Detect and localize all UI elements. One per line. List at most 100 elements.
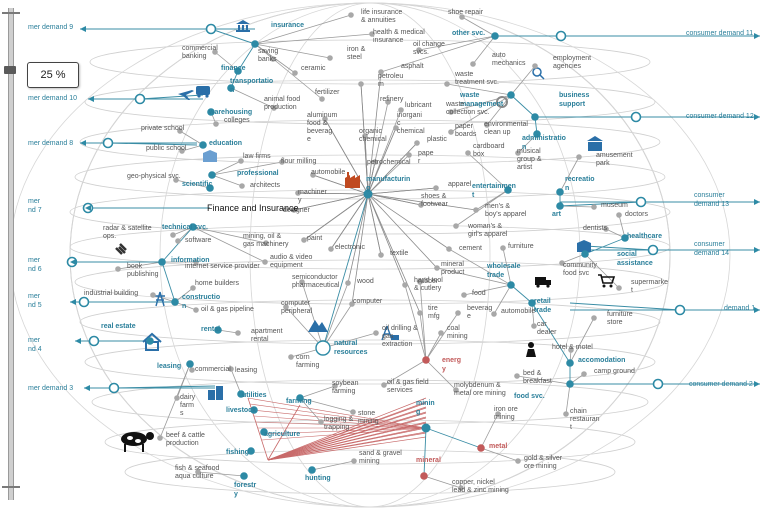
sector-administration-node[interactable]	[533, 130, 541, 138]
product-bed-breakfast-node[interactable]	[514, 373, 520, 379]
product-beef-cattle-production-node[interactable]	[157, 435, 163, 441]
product-aluminum-food-beverag-e-node[interactable]	[322, 116, 328, 122]
sector-farming-node[interactable]	[296, 394, 304, 402]
sector-hunting-node[interactable]	[308, 466, 316, 474]
product-oil-gas-pipeline-node[interactable]	[193, 307, 199, 313]
sector-real-estate-node[interactable]	[146, 337, 154, 345]
product-saving-banks-node[interactable]	[270, 56, 276, 62]
product-men-s-boy-s-apparel-node[interactable]	[473, 207, 479, 213]
product-internet-service-provider-node[interactable]	[193, 259, 199, 265]
sector-art-node[interactable]	[556, 202, 564, 210]
product-amusement-park-node[interactable]	[576, 154, 582, 160]
demand-2-node[interactable]	[134, 93, 146, 105]
sector-manufacturing-node[interactable]	[363, 189, 373, 199]
product-petrochemical-node[interactable]	[372, 159, 378, 165]
demand-3-node[interactable]	[102, 137, 114, 149]
product-cardboard-box-node[interactable]	[465, 150, 471, 156]
product-audio-video-equipment-node[interactable]	[262, 259, 268, 265]
product-food-node[interactable]	[461, 292, 467, 298]
product-lubricant-node[interactable]	[398, 107, 404, 113]
product-mineral-product-node[interactable]	[434, 265, 440, 271]
product-dairy-farm-s-node[interactable]	[174, 395, 180, 401]
product-life-insurance-annuities-node[interactable]	[348, 12, 354, 18]
product-leasing-node[interactable]	[228, 366, 234, 372]
product-computer-node[interactable]	[349, 301, 355, 307]
product-waste-treatment-svc-node[interactable]	[444, 81, 450, 87]
product-computer-peripheral-node[interactable]	[283, 304, 289, 310]
product-oil-change-svcs-node[interactable]	[416, 47, 422, 53]
product-pape-r-node[interactable]	[406, 152, 412, 158]
product-copper-nickel-lead-zinc-mining-node[interactable]	[458, 485, 464, 491]
product-machiner-y-node[interactable]	[295, 190, 301, 196]
product-iron-ore-mining-node[interactable]	[495, 411, 501, 417]
sector-other-svc-node[interactable]	[491, 32, 499, 40]
sector-transportation-node[interactable]	[227, 84, 235, 92]
demand-13-node[interactable]	[674, 304, 686, 316]
product-mining-oil-gas-machinery-node[interactable]	[263, 240, 269, 246]
sector-mining-node[interactable]	[421, 423, 431, 433]
sector-wholesaletrade-node[interactable]	[507, 281, 515, 289]
sector-warehousing-node[interactable]	[207, 108, 215, 116]
product-designer-node[interactable]	[291, 207, 297, 213]
product-semiconductor-pharmaceutical-node[interactable]	[299, 279, 305, 285]
sector-entertainment-node[interactable]	[504, 186, 512, 194]
sector-information-node[interactable]	[158, 258, 166, 266]
product-logging-trapping-node[interactable]	[318, 419, 324, 425]
product-shoe-repair-node[interactable]	[459, 14, 465, 20]
product-commercial-banking-node[interactable]	[212, 49, 218, 55]
demand-9-node[interactable]	[555, 30, 567, 42]
product-geo-physical-svc-node[interactable]	[173, 177, 179, 183]
product-museum-node[interactable]	[591, 204, 597, 210]
product-gold-silver-ore-mining-node[interactable]	[515, 458, 521, 464]
product-animal-food-production-node[interactable]	[271, 105, 277, 111]
sector-scientific-node[interactable]	[206, 184, 214, 192]
product-molybdenum-metal-ore-mining-node[interactable]	[453, 387, 459, 393]
product-ceramic-node[interactable]	[292, 70, 298, 76]
product-hand-tool-cutlery-node[interactable]	[402, 282, 408, 288]
product-asphalt-node[interactable]	[378, 69, 384, 75]
sector-rental-node[interactable]	[214, 326, 222, 334]
product-apartment-rental-node[interactable]	[235, 330, 241, 336]
product-colleges-node[interactable]	[213, 121, 219, 127]
product-hotel-motel-node[interactable]	[568, 347, 574, 353]
sector-wastemanagement-node[interactable]	[507, 91, 515, 99]
sector-accomodation-node[interactable]	[566, 359, 574, 367]
product-electronic-node[interactable]	[328, 246, 334, 252]
product-private-school-node[interactable]	[177, 128, 183, 134]
sector-technical-svc-node[interactable]	[189, 223, 197, 231]
product-paper-boards-node[interactable]	[448, 129, 454, 135]
sector-metal-node[interactable]	[477, 444, 485, 452]
demand-6-node[interactable]	[78, 296, 90, 308]
product-flour-milling-node[interactable]	[279, 159, 285, 165]
product-coal-mining-node[interactable]	[438, 330, 444, 336]
product-wood-node[interactable]	[345, 280, 351, 286]
product-beverag-e-node[interactable]	[455, 310, 461, 316]
product-oil-gas-field-services-node[interactable]	[381, 382, 387, 388]
product-furniture-store-node[interactable]	[591, 315, 597, 321]
product-inorgani-c-chemical-node[interactable]	[393, 125, 399, 131]
sector-food-svc-node[interactable]	[566, 380, 574, 388]
product-industrial-building-node[interactable]	[150, 292, 156, 298]
sector-retailtrade-node[interactable]	[528, 299, 536, 307]
product-radar-satellite-ops-node[interactable]	[170, 232, 176, 238]
product-automobile-node[interactable]	[491, 311, 497, 317]
zoom-slider-track[interactable]	[8, 8, 14, 500]
product-corn-farming-node[interactable]	[288, 354, 294, 360]
sector-socialassistance-node[interactable]	[581, 250, 589, 258]
sector-leasing-node[interactable]	[186, 360, 194, 368]
product-architects-node[interactable]	[239, 183, 245, 189]
product-software-node[interactable]	[175, 238, 181, 244]
product-stone-mining-node[interactable]	[350, 409, 356, 415]
product-soybean-farming-node[interactable]	[332, 383, 338, 389]
sector-businesssupport-node[interactable]	[531, 113, 539, 121]
sector-insurance-node[interactable]	[251, 40, 259, 48]
zoom-slider-thumb[interactable]	[4, 66, 16, 74]
product-health-medical-insurance-node[interactable]	[369, 31, 375, 37]
sector-agriculture-node[interactable]	[260, 428, 268, 436]
product-home-builders-node[interactable]	[190, 285, 196, 291]
product-dentists-node[interactable]	[603, 226, 609, 232]
sector-fishing-node[interactable]	[247, 447, 255, 455]
product-cement-node[interactable]	[446, 246, 452, 252]
product-musical-group-artist-node[interactable]	[515, 150, 521, 156]
product-doctors-node[interactable]	[616, 212, 622, 218]
